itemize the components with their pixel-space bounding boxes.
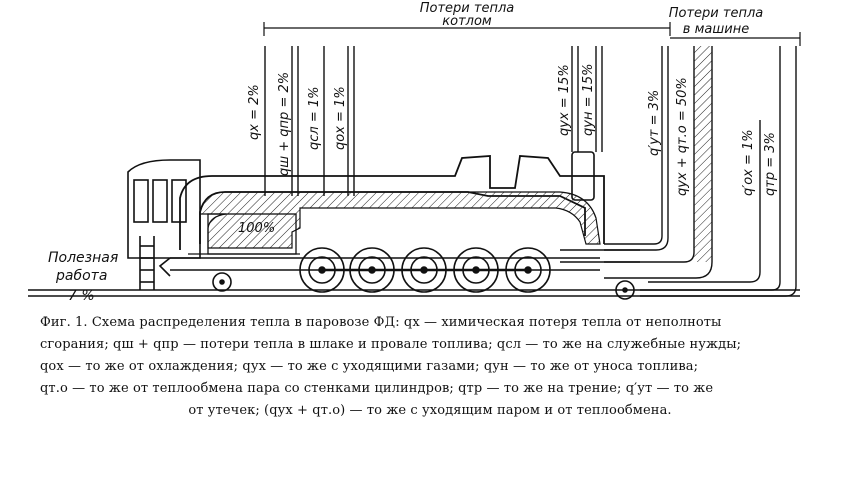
exhaust-steam-channel (694, 46, 712, 262)
input-heat-label: 100% (238, 221, 275, 236)
flow-label-qsh-qpr: qш + qпр = 2% (277, 72, 292, 176)
caption-line-3: qох — то же от охлаждения; qух — то же с… (40, 359, 699, 374)
flow-label-qut: q′ут = 3% (647, 90, 662, 156)
firebox (188, 213, 300, 255)
boiler-losses-bracket (263, 22, 671, 36)
flow-label-qux: qух = 15% (557, 64, 572, 136)
flow-label-qtr: qтр = 3% (763, 132, 778, 196)
heat-distribution-diagram: Потери тепла котлом Потери тепла в машин… (28, 1, 801, 304)
caption-line-2: сгорания; qш + qпр — потери тепла в шлак… (40, 337, 742, 352)
caption-line-5: от утечек; (qух + qт.о) — то же с уходящ… (188, 403, 672, 418)
flow-label-qox2: q′ох = 1% (741, 129, 756, 196)
caption-line-1: Фиг. 1. Схема распределения тепла в паро… (40, 315, 722, 330)
flow-label-qx: qх = 2% (247, 84, 262, 140)
figure-caption: Фиг. 1. Схема распределения тепла в паро… (40, 312, 820, 422)
engine-losses-title-2: в машине (683, 22, 749, 37)
engine-losses-title-1: Потери тепла (669, 6, 764, 21)
boiler-hatched-wall (199, 191, 601, 249)
flow-label-qun: qун = 15% (581, 64, 596, 137)
engine-losses-bracket (670, 32, 801, 46)
locomotive-cab (127, 159, 201, 290)
useful-work-value: 7 % (68, 288, 95, 304)
flow-label-qox: qох = 1% (333, 86, 348, 150)
driving-wheels (212, 247, 635, 300)
rails (28, 289, 800, 297)
useful-work-label-2: работа (55, 268, 107, 284)
caption-line-4: qт.о — то же от теплообмена пара со стен… (40, 381, 714, 396)
boiler-losses-title-1: Потери тепла (420, 1, 515, 16)
flow-label-qux-qto: qух + qт.о = 50% (675, 77, 690, 196)
boiler-losses-title-2: котлом (442, 14, 492, 29)
flow-label-qsl: qсл = 1% (307, 87, 322, 151)
useful-work-label-1: Полезная (48, 250, 118, 266)
